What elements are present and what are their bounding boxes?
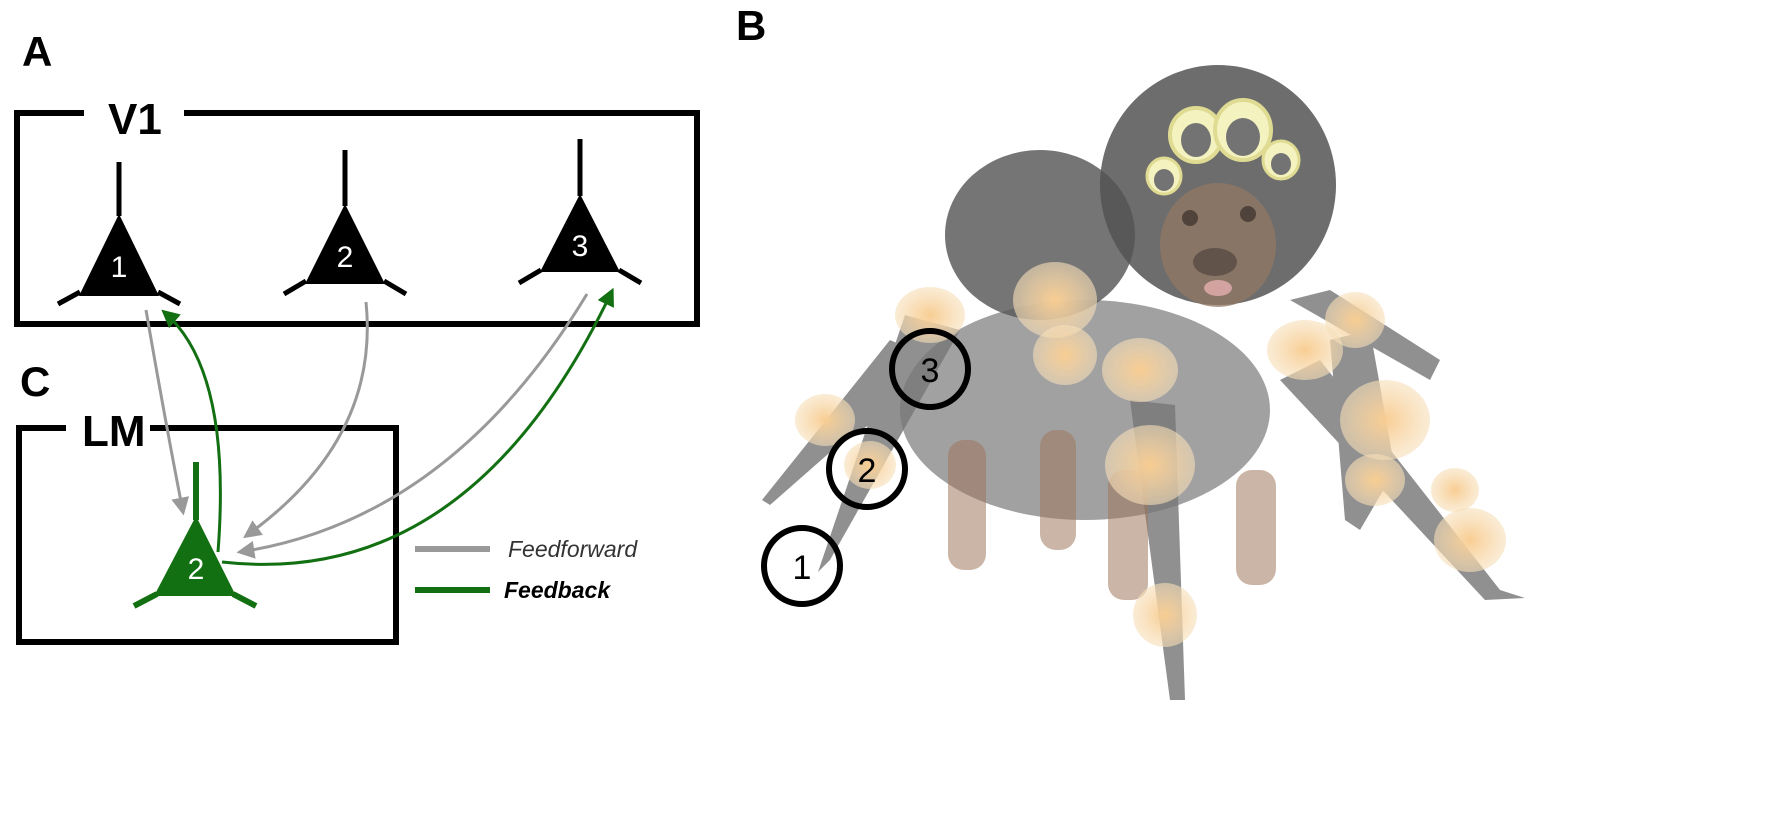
ff-arrow-2: [243, 301, 369, 539]
v1-neuron-3: 3: [517, 139, 643, 286]
legend-feedforward-label: Feedforward: [508, 536, 638, 562]
fb-arrow-1: [161, 309, 222, 553]
ff-arrow-1: [144, 309, 190, 516]
photo-marker-1: 1: [761, 525, 843, 607]
dog-legs: [948, 430, 1276, 600]
v1-neuron-3-label: 3: [572, 230, 589, 263]
legend-feedback-label: Feedback: [504, 577, 611, 603]
v1-neuron-2-label: 2: [337, 241, 354, 274]
v1-box: [14, 110, 700, 327]
v1-neuron-1-label: 1: [111, 251, 128, 284]
photo-marker-3: 3: [889, 328, 971, 410]
spider-dog-photo: [762, 65, 1525, 700]
panel-label-c: C: [20, 358, 50, 405]
lm-neuron-2-label: 2: [188, 553, 205, 586]
svg-text:3: 3: [921, 352, 940, 390]
orange-fur-tufts: [795, 262, 1506, 647]
panel-label-b: B: [736, 2, 766, 49]
photo-marker-2: 2: [826, 428, 908, 510]
legend: Feedforward Feedback: [415, 536, 638, 603]
panel-label-a: A: [22, 28, 52, 75]
v1-neuron-1: 1: [56, 162, 182, 307]
lm-label: LM: [82, 407, 146, 456]
feedback-connections: [161, 287, 614, 566]
v1-neuron-2: 2: [282, 150, 408, 297]
feedforward-connections: [144, 293, 589, 559]
fb-arrow-3: [221, 287, 614, 566]
googly-eyes: [1145, 98, 1301, 226]
ff-arrow-3: [236, 293, 589, 559]
svg-text:1: 1: [793, 549, 812, 587]
lm-neuron-2: 2: [132, 462, 258, 609]
v1-label: V1: [108, 95, 162, 144]
lm-box: [16, 425, 399, 645]
svg-text:2: 2: [858, 452, 877, 490]
